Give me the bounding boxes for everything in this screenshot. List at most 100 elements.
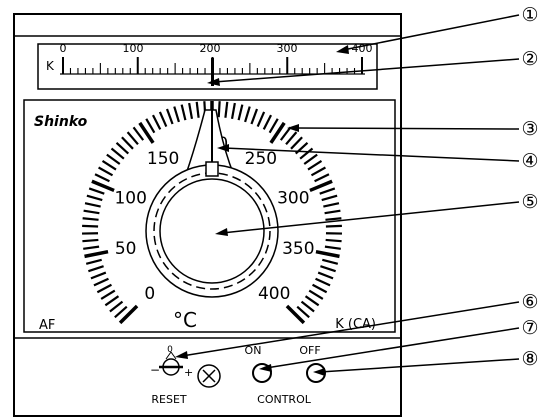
- callout-1: ①: [521, 4, 538, 26]
- leader-3: [293, 127, 520, 130]
- on-label: ON: [245, 344, 262, 357]
- dial-minor-tick: [325, 217, 342, 221]
- dial-minor-tick: [299, 147, 314, 160]
- dial-minor-tick: [325, 238, 342, 243]
- reset-tick-right: [170, 351, 177, 360]
- dial-minor-tick: [188, 102, 194, 119]
- dial-minor-tick: [237, 104, 244, 121]
- reset-minus-mark: −: [150, 363, 160, 377]
- dial-minor-tick: [94, 173, 110, 183]
- dial-major-tick: [309, 179, 333, 193]
- dial-minor-tick: [310, 166, 326, 177]
- strip-label-300: 300: [277, 42, 298, 55]
- strip-range-letter: K: [46, 59, 55, 73]
- dial-minor-tick: [82, 217, 99, 221]
- dial-minor-tick: [98, 166, 114, 177]
- dial-minor-tick: [268, 118, 279, 134]
- dial-minor-tick: [325, 224, 342, 228]
- callout-7: ⑦: [521, 317, 538, 339]
- strip-label-100: 100: [123, 42, 144, 55]
- dial-minor-tick: [224, 101, 229, 118]
- brand-logo: Shinko: [34, 114, 88, 130]
- dial-minor-tick: [106, 153, 121, 165]
- leader-4: [223, 147, 520, 162]
- arrow-5: [215, 228, 228, 236]
- dial-major-tick: [269, 121, 286, 144]
- dial-minor-tick: [314, 173, 330, 183]
- knob-index-block: [205, 161, 219, 177]
- arrow-7: [259, 364, 272, 372]
- leader-8: [319, 358, 520, 373]
- dial-minor-tick: [195, 101, 200, 118]
- dial-minor-tick: [244, 106, 251, 123]
- dial-minor-tick: [307, 159, 323, 171]
- dial-major-tick: [84, 249, 109, 259]
- dial-minor-tick: [321, 194, 338, 202]
- reset-zero-mark: 0: [167, 345, 173, 355]
- leader-5: [221, 201, 520, 234]
- callout-2: ②: [521, 48, 538, 70]
- dial-minor-tick: [290, 136, 303, 150]
- dial-minor-tick: [165, 108, 174, 125]
- dial-minor-tick: [279, 126, 292, 141]
- arrow-3: [287, 124, 299, 132]
- dial-minor-tick: [90, 271, 107, 280]
- dial-label: 50: [115, 239, 137, 259]
- dial-minor-tick: [324, 245, 341, 250]
- reset-button[interactable]: [197, 364, 221, 388]
- dial-minor-tick: [101, 159, 117, 171]
- af-mark: AF: [39, 318, 55, 333]
- dial-minor-tick: [84, 202, 101, 208]
- dial-minor-tick: [158, 111, 168, 127]
- leader-lines: [181, 14, 520, 373]
- dial-minor-tick: [320, 265, 336, 273]
- unit-label: °C: [173, 308, 197, 332]
- setting-knob[interactable]: [145, 104, 279, 298]
- callout-5: ⑤: [521, 191, 538, 213]
- dial-scale-labels: 050100150200250300350400: [114, 134, 314, 304]
- dial-minor-tick: [88, 187, 105, 195]
- reset-label: RESET: [151, 393, 187, 406]
- dial-minor-tick: [322, 258, 339, 265]
- dial-major-tick: [315, 249, 340, 259]
- dial-minor-tick: [315, 277, 331, 287]
- dial-minor-tick: [114, 305, 128, 319]
- dial-major-tick: [118, 304, 139, 325]
- leader-2: [213, 58, 520, 83]
- callout-4: ④: [521, 150, 538, 172]
- dial-minor-tick: [312, 283, 328, 294]
- arrow-1: [336, 45, 349, 54]
- strip-label-400: 400: [352, 42, 373, 55]
- dial-minor-tick: [121, 136, 134, 150]
- dial-minor-tick: [323, 202, 340, 208]
- dial-label: 250: [245, 149, 277, 169]
- arrow-4: [217, 144, 229, 152]
- sensor-type-label: K (CA): [335, 317, 376, 332]
- callout-6: ⑥: [521, 291, 538, 313]
- reset-tick-left: [165, 351, 172, 360]
- reset-adjuster[interactable]: 0 − +: [150, 345, 193, 379]
- callout-8: ⑧: [521, 348, 538, 370]
- dial-minor-tick: [85, 258, 102, 265]
- dial-label: 300: [277, 188, 309, 208]
- dial-minor-tick: [93, 277, 109, 287]
- dial-minor-tick: [152, 114, 162, 130]
- control-label: CONTROL: [257, 393, 312, 406]
- dial-minor-tick: [304, 295, 320, 307]
- dial-label: 100: [114, 188, 146, 208]
- leader-1: [342, 14, 520, 51]
- off-label: OFF: [299, 344, 320, 357]
- dial-minor-tick: [110, 147, 125, 160]
- dial-minor-tick: [324, 209, 341, 215]
- dial-minor-tick: [308, 289, 324, 300]
- knob-face: [159, 178, 265, 284]
- dial-minor-tick: [256, 111, 266, 127]
- dial-minor-tick: [180, 104, 187, 121]
- dial-label: 0: [144, 284, 155, 304]
- dial-minor-tick: [317, 271, 334, 280]
- dial-minor-tick: [296, 305, 310, 319]
- leader-arrowheads: [175, 45, 349, 376]
- dial-minor-tick: [82, 238, 99, 243]
- dial-panel: [23, 99, 396, 333]
